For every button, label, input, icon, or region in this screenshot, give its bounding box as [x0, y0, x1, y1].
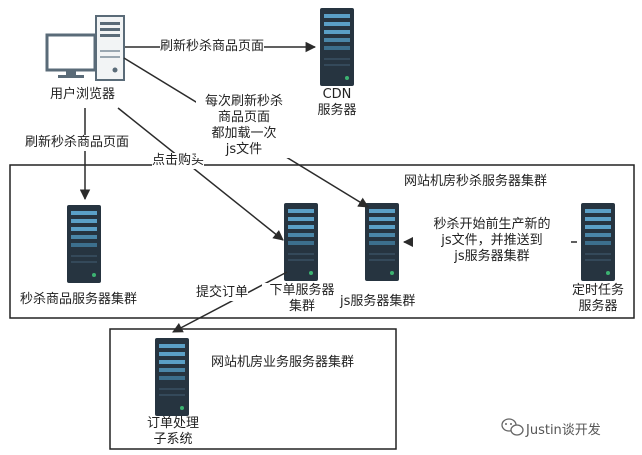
order-server-label: 下单服务器 集群	[262, 283, 342, 315]
seckill-cluster-box	[9, 164, 635, 319]
order-processing-server-icon	[155, 338, 189, 416]
js-server-icon	[365, 203, 399, 281]
js-server-label: js服务器集群	[340, 294, 416, 309]
order-server-icon	[284, 203, 318, 281]
watermark-text: Justin谈开发	[526, 423, 601, 438]
cdn-label: CDN 服务器	[317, 87, 357, 118]
edge-browser-order	[117, 107, 284, 241]
seckill-product-label: 秒杀商品服务器集群	[20, 292, 138, 307]
wechat-icon	[501, 418, 524, 436]
desktop-computer-icon	[45, 15, 125, 81]
cdn-server-icon	[320, 8, 354, 86]
edge-label-push-js: 秒杀开始前生产新的 js文件，并推送到 js服务器集群	[413, 217, 571, 265]
edge-label-click-buy: 点击购买	[152, 153, 205, 169]
watermark: Justin谈开发	[526, 419, 601, 438]
seckill-cluster-title: 网站机房秒杀服务器集群	[404, 174, 548, 189]
edge-label-load-js: 每次刷新秒杀 商品页面 都加载一次 js文件	[196, 94, 292, 158]
edge-order-processing	[172, 271, 288, 333]
business-cluster-box	[109, 328, 397, 450]
edge-label-refresh-cdn: 刷新秒杀商品页面	[160, 39, 265, 55]
business-cluster-title: 网站机房业务服务器集群	[211, 355, 355, 370]
timer-server-icon	[581, 203, 615, 281]
edge-label-refresh-product: 刷新秒杀商品页面	[25, 135, 130, 151]
timer-label: 定时任务 服务器	[571, 283, 624, 314]
seckill-product-server-icon	[67, 205, 101, 283]
order-processing-label: 订单处理 子系统	[146, 416, 199, 447]
browser-label: 用户浏览器	[50, 87, 116, 102]
edge-label-submit-order: 提交订单	[196, 285, 249, 301]
